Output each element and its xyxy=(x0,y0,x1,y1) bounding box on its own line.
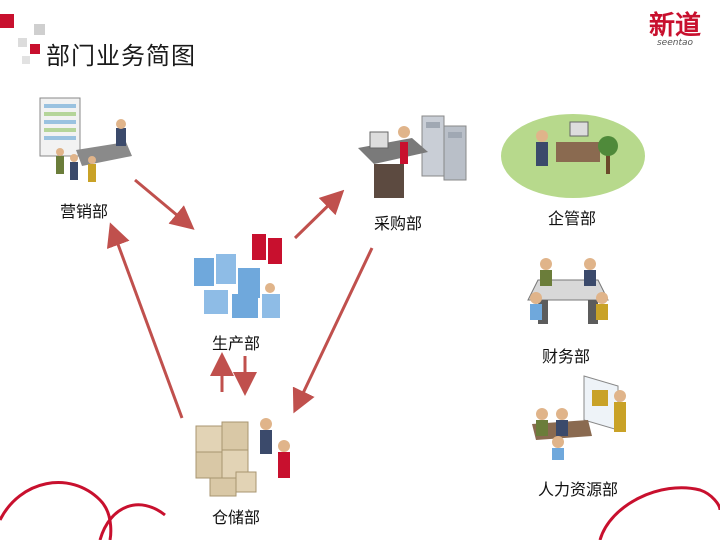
admin-illustration xyxy=(498,112,648,200)
dept-label-hr: 人力资源部 xyxy=(538,476,618,500)
dept-label-admin: 企管部 xyxy=(548,205,596,229)
warehouse-illustration xyxy=(190,410,300,500)
marketing-illustration xyxy=(36,94,136,190)
dept-label-marketing: 营销部 xyxy=(60,198,108,222)
arrow-marketing-to-production xyxy=(135,180,190,226)
hr-illustration xyxy=(528,372,632,462)
arrow-production-to-purchasing xyxy=(295,194,340,238)
dept-label-finance: 财务部 xyxy=(542,343,590,367)
arrow-warehouse-to-marketing xyxy=(112,228,182,418)
production-illustration xyxy=(186,228,288,324)
purchasing-illustration xyxy=(352,112,470,204)
arrow-purchasing-to-warehouse xyxy=(296,248,372,408)
dept-label-production: 生产部 xyxy=(212,330,260,354)
finance-illustration xyxy=(518,250,618,330)
dept-label-warehouse: 仓储部 xyxy=(212,504,260,528)
dept-label-purchasing: 采购部 xyxy=(374,210,422,234)
